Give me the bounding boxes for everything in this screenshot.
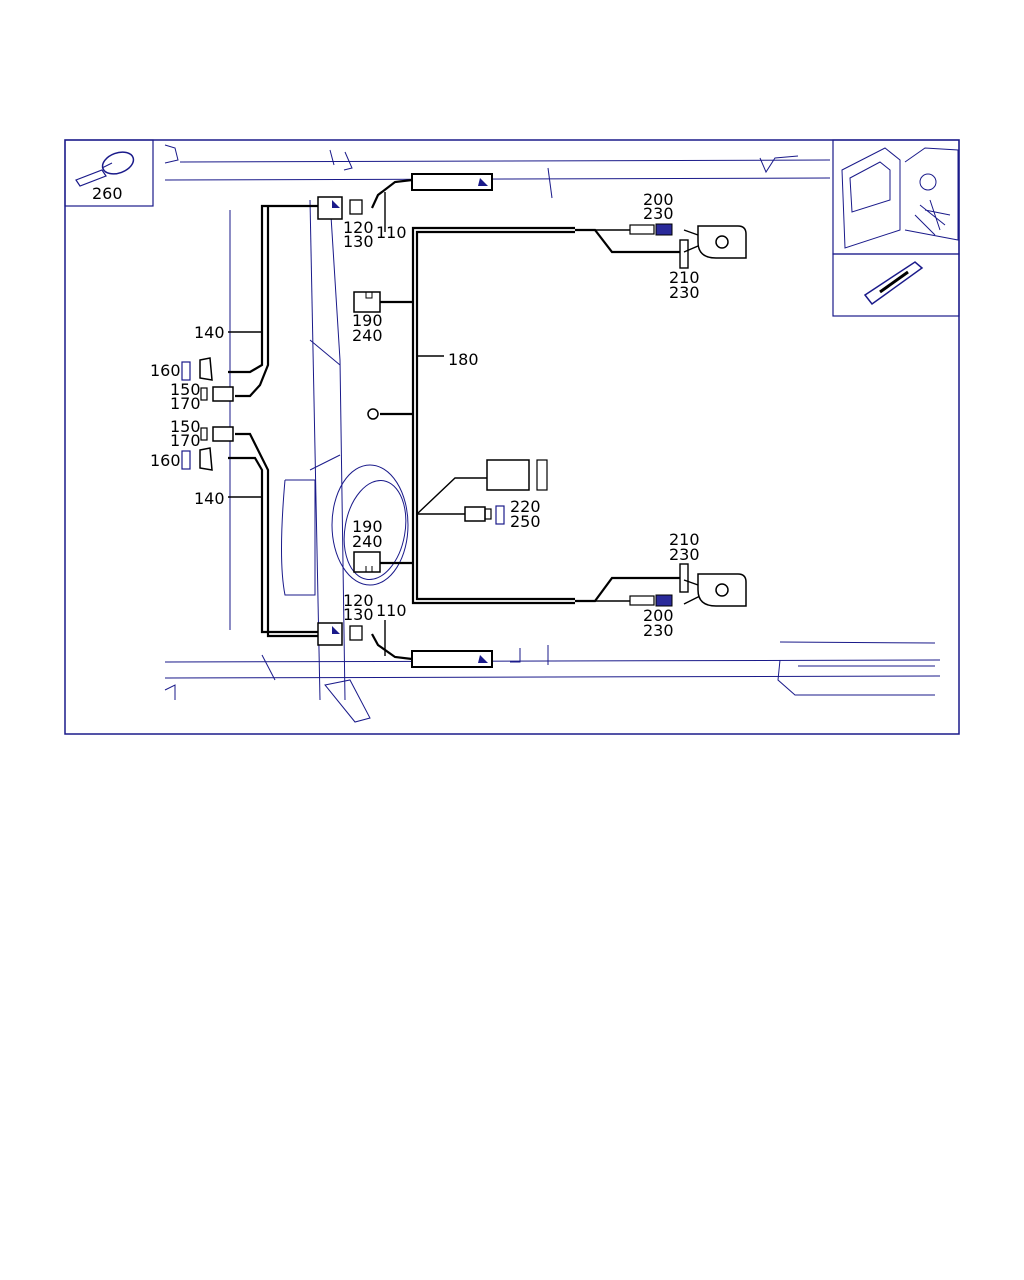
connector-160-upper: 160 — [150, 357, 213, 381]
label-230-top-a: 230 — [643, 204, 674, 223]
label-260: 260 — [92, 184, 123, 203]
label-160-bot: 160 — [150, 451, 181, 470]
connector-220-250: 220 250 — [464, 497, 541, 531]
label-130-bot: 130 — [343, 605, 374, 624]
cable-tie-icon — [75, 151, 135, 187]
connector-150-170-upper: 150 170 — [170, 380, 234, 413]
ground-eyelet-icon — [367, 408, 379, 420]
inset-lamp-view — [832, 253, 960, 317]
label-140-top: 140 — [194, 323, 225, 342]
lamp-110-lower: 120 130 110 — [317, 591, 493, 668]
label-230-top-b: 230 — [669, 283, 700, 302]
inset-cable-tie: 260 — [64, 139, 154, 207]
label-250: 250 — [510, 512, 541, 531]
connector-150-170-lower: 150 170 — [170, 417, 234, 450]
door-panel-icon — [841, 147, 959, 249]
label-230-bot-a: 230 — [669, 545, 700, 564]
label-160-top: 160 — [150, 361, 181, 380]
label-210-bot: 210 — [669, 530, 700, 549]
label-170-bot: 170 — [170, 431, 201, 450]
label-200-bot: 200 — [643, 606, 674, 625]
sensor-assembly-upper: 200 230 210 230 — [575, 190, 747, 302]
label-120-bot: 120 — [343, 591, 374, 610]
vehicle-outline — [164, 144, 941, 723]
label-150-bot: 150 — [170, 417, 201, 436]
lamp-icon — [863, 261, 924, 306]
control-module — [486, 459, 548, 491]
connector-190-240-upper: 190 240 — [352, 291, 383, 345]
label-190-top: 190 — [352, 311, 383, 330]
label-200-top: 200 — [643, 190, 674, 209]
diagram-frame — [64, 139, 960, 735]
connector-190-240-lower: 190 240 — [352, 517, 383, 573]
connector-160-lower: 160 — [150, 447, 213, 471]
label-140-bot: 140 — [194, 489, 225, 508]
label-130-top: 130 — [343, 232, 374, 251]
label-110-top: 110 — [376, 223, 407, 242]
label-210-top: 210 — [669, 268, 700, 287]
lamp-110-upper: 120 130 110 — [317, 173, 493, 251]
label-240-top: 240 — [352, 326, 383, 345]
label-220: 220 — [510, 497, 541, 516]
label-110-bot: 110 — [376, 601, 407, 620]
sensor-assembly-lower: 210 230 200 230 — [575, 530, 747, 640]
harness-140-lower: 140 — [194, 432, 318, 638]
label-230-bot-b: 230 — [643, 621, 674, 640]
inset-door-view — [832, 139, 960, 255]
label-170-top: 170 — [170, 394, 201, 413]
harness-180: 180 — [367, 226, 575, 605]
label-190-bot: 190 — [352, 517, 383, 536]
harness-140-upper: 140 — [194, 204, 318, 398]
label-180: 180 — [448, 350, 479, 369]
label-240-bot: 240 — [352, 532, 383, 551]
label-150-top: 150 — [170, 380, 201, 399]
label-120-top: 120 — [343, 218, 374, 237]
